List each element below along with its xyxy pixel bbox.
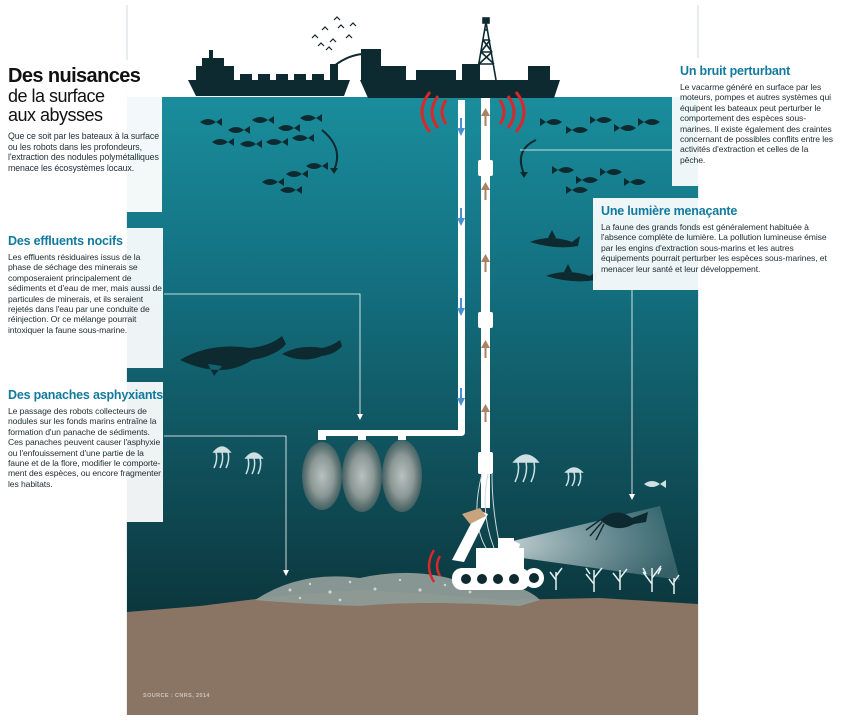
bruit-text: Le vacarme généré en surface par les mot… [680,82,833,165]
flow-arrow-up [481,108,490,422]
jellyfish-icon [212,446,584,487]
bird-icon [311,16,357,51]
drilling-ship-icon [360,64,560,98]
panaches-panel: Des panaches asphyxiants Le passage des … [0,382,163,522]
intro-text: Que ce soit par les bateaux à la surface… [8,131,160,173]
bruit-panel: Un bruit perturbant Le vacarme généré en… [672,58,838,186]
lumiere-text: La faune des grands fonds est généraleme… [601,222,827,274]
riser-pipe [478,98,493,508]
effluents-panel: Des effluents nocifs Les effluents résid… [0,228,163,368]
flee-arrow [321,129,537,175]
drill-tower-icon [475,17,497,81]
title-line-2: de la surface [8,86,105,106]
shark-icon [530,230,598,282]
panaches-heading: Des panaches asphyxiants [8,388,163,402]
robot-collector-icon [452,508,544,590]
flow-arrow-down [457,118,465,406]
sound-wave-icon [427,549,442,583]
fish-icon [644,480,666,488]
reinjection-pipe [318,100,465,440]
whale-icon [180,336,342,376]
source-credit: SOURCE : CNRS, 2014 [143,693,210,699]
coral-icon [549,565,680,594]
light-beam-icon [500,506,680,580]
transfer-crane-icon [333,49,381,81]
fish-icon [200,114,660,194]
seabed [127,590,698,715]
lumiere-heading: Une lumière menaçante [601,204,738,218]
panaches-text: Le passage des robots collecteurs de nod… [8,406,161,489]
sediment-plume-icon [302,440,422,512]
sound-wave-icon [420,91,526,133]
sediment-deposit [255,572,540,606]
lumiere-panel: Une lumière menaçante La faune des grand… [593,198,836,290]
title-line-1: Des nuisances [8,65,141,87]
title-panel: Des nuisances de la surface aux abysses … [0,60,162,212]
title-line-3: aux abysses [8,105,103,125]
bruit-heading: Un bruit perturbant [680,64,791,78]
effluents-text: Les effluents résiduaires issus de la ph… [8,252,162,335]
pointer-line [164,149,672,572]
squid-icon [585,512,648,541]
effluents-heading: Des effluents nocifs [8,234,123,248]
ship-icon [188,50,350,96]
